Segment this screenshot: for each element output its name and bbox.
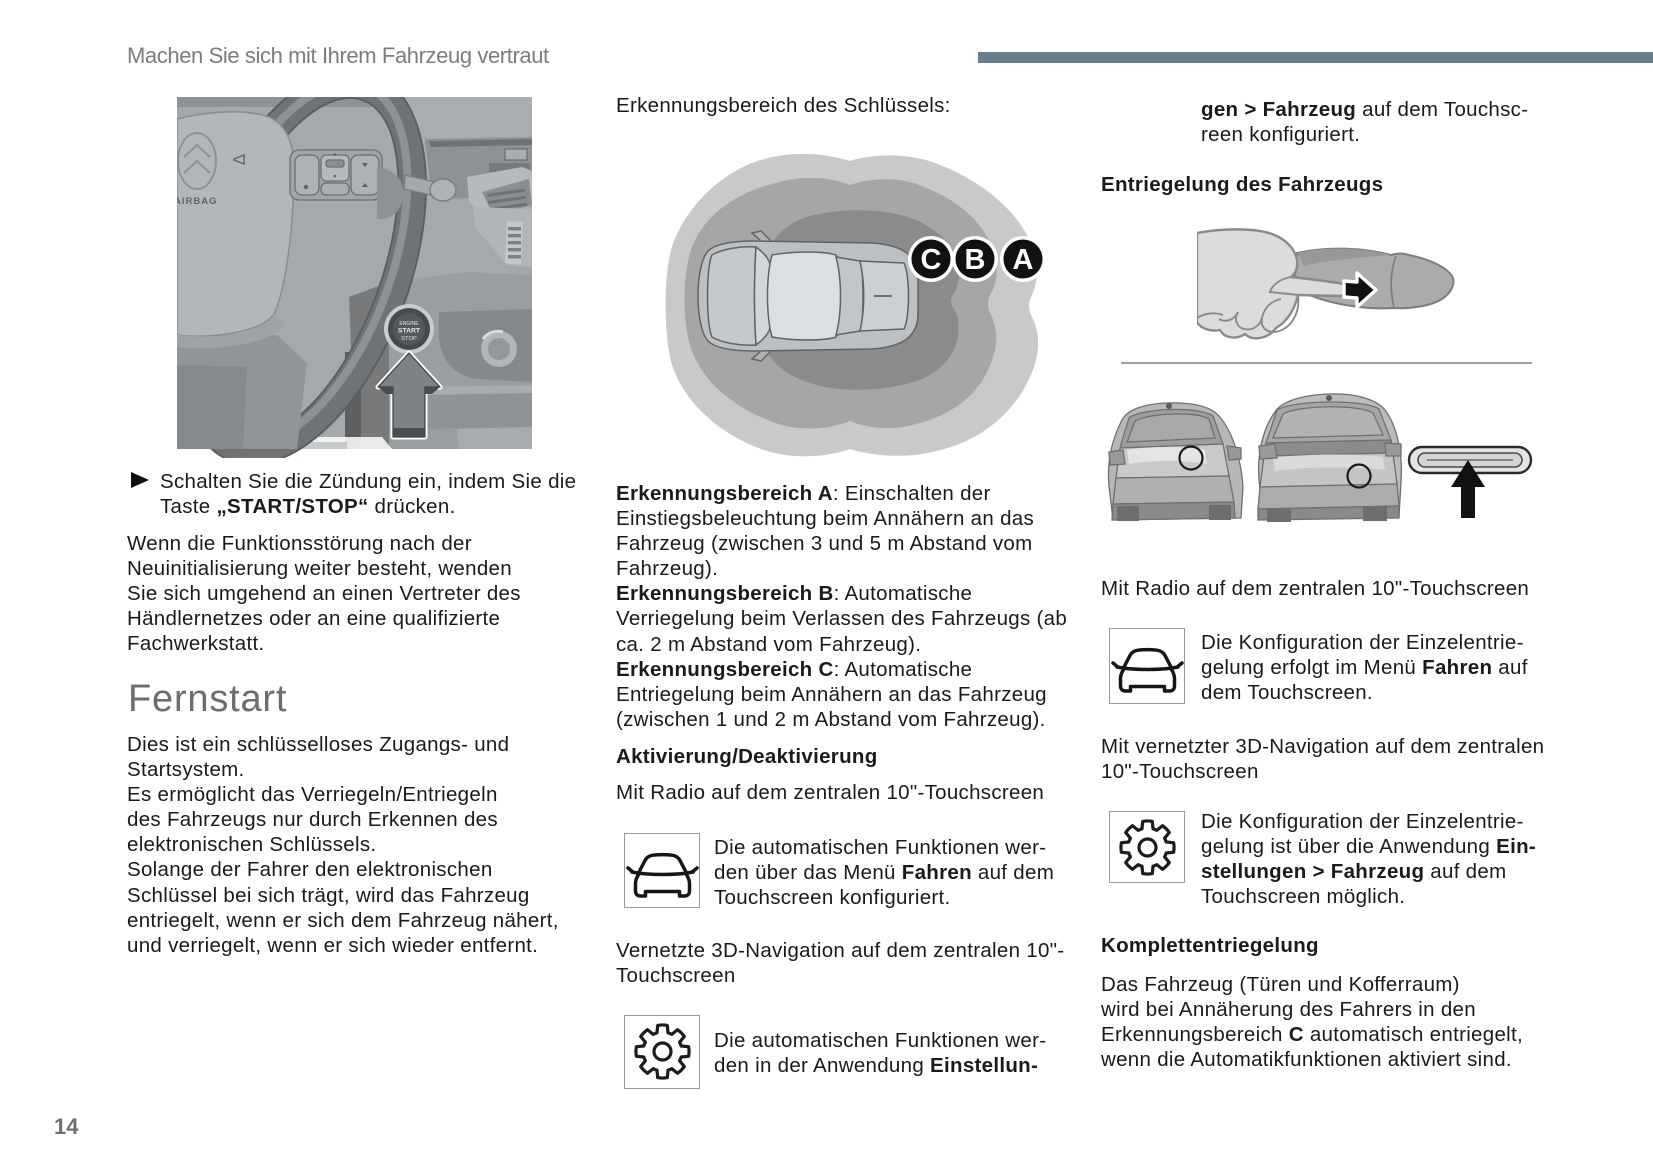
svg-text:C: C [921, 244, 942, 276]
svg-text:ENGINE: ENGINE [399, 321, 419, 327]
svg-text:AIRBAG: AIRBAG [177, 196, 217, 207]
svg-text:STOP: STOP [401, 336, 417, 342]
svg-text:A: A [1013, 244, 1034, 276]
svg-text:B: B [965, 244, 986, 276]
svg-text:START: START [398, 328, 421, 335]
